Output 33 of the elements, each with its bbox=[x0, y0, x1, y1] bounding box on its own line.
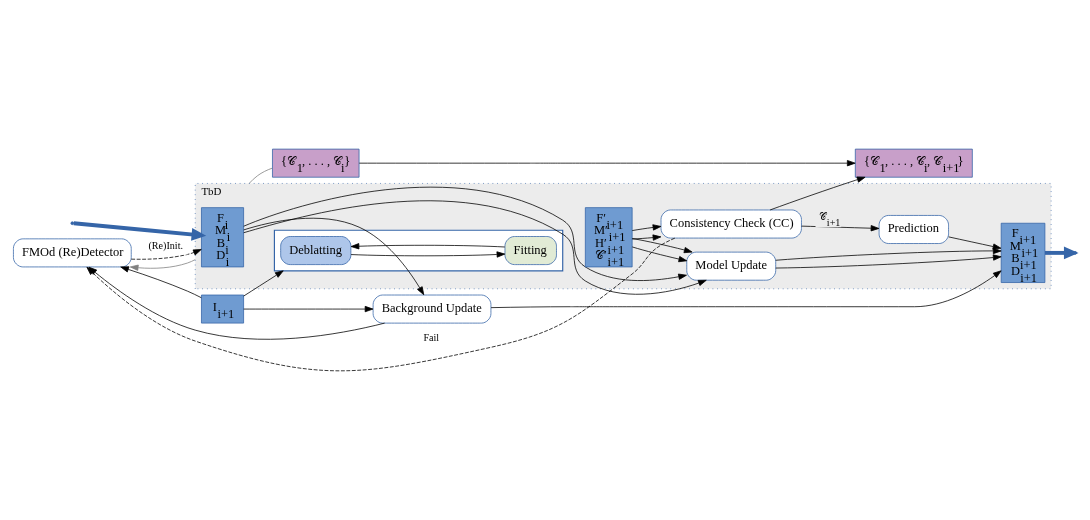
arrow bbox=[120, 266, 202, 299]
arrow bbox=[769, 176, 866, 211]
arrow bbox=[243, 217, 425, 296]
node-box: Prediction bbox=[878, 215, 949, 244]
arrow bbox=[358, 160, 856, 167]
arrow bbox=[490, 270, 1002, 309]
node-box: Model Update bbox=[686, 251, 777, 281]
arrow bbox=[631, 246, 688, 263]
arrow bbox=[350, 243, 506, 250]
arrow bbox=[350, 251, 506, 258]
node-box: Consistency Check (CC) bbox=[660, 209, 802, 239]
arrow bbox=[631, 238, 693, 254]
node-box: Fitting bbox=[504, 236, 557, 265]
arrow bbox=[775, 247, 1002, 261]
arrow bbox=[631, 234, 662, 241]
arrow bbox=[130, 249, 202, 260]
edge-label: (Re)Init. bbox=[148, 239, 183, 251]
arrow bbox=[801, 225, 880, 232]
arrow bbox=[129, 259, 196, 271]
arrow bbox=[948, 236, 1002, 250]
arrow bbox=[243, 270, 284, 297]
arrow bbox=[243, 200, 707, 295]
arrow bbox=[243, 187, 687, 281]
node-box: FMOd (Re)Detector bbox=[13, 238, 132, 268]
node-box: Background Update bbox=[372, 294, 492, 324]
arrow bbox=[775, 254, 1002, 269]
edge-label: Fail bbox=[423, 332, 440, 344]
arrow bbox=[73, 221, 207, 241]
arrow bbox=[631, 224, 662, 231]
arrow bbox=[243, 305, 374, 313]
cluster bbox=[273, 229, 564, 272]
connector bbox=[248, 167, 273, 184]
node-box: Deblatting bbox=[280, 236, 352, 265]
